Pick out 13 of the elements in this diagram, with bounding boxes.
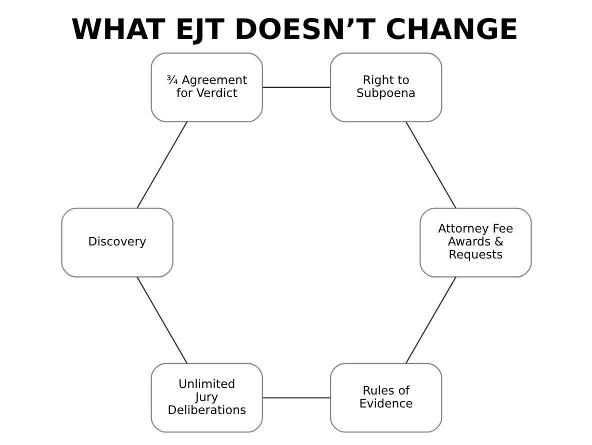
node-box: Attorney Fee Awards & Requests [419,208,532,278]
connector [262,397,330,398]
node-box: Unlimited Jury Deliberations [150,362,263,433]
node-box: ¾ Agreement for Verdict [150,52,263,122]
connector [404,276,456,364]
connector [136,276,187,364]
node-box: Right to Subpoena [329,52,442,122]
connector [404,122,456,209]
node-box: Rules of Evidence [329,362,442,433]
diagram-title: WHAT EJT DOESN’T CHANGE [70,13,518,46]
connector [136,121,188,208]
node-box: Discovery [60,208,173,278]
connector [262,86,330,88]
